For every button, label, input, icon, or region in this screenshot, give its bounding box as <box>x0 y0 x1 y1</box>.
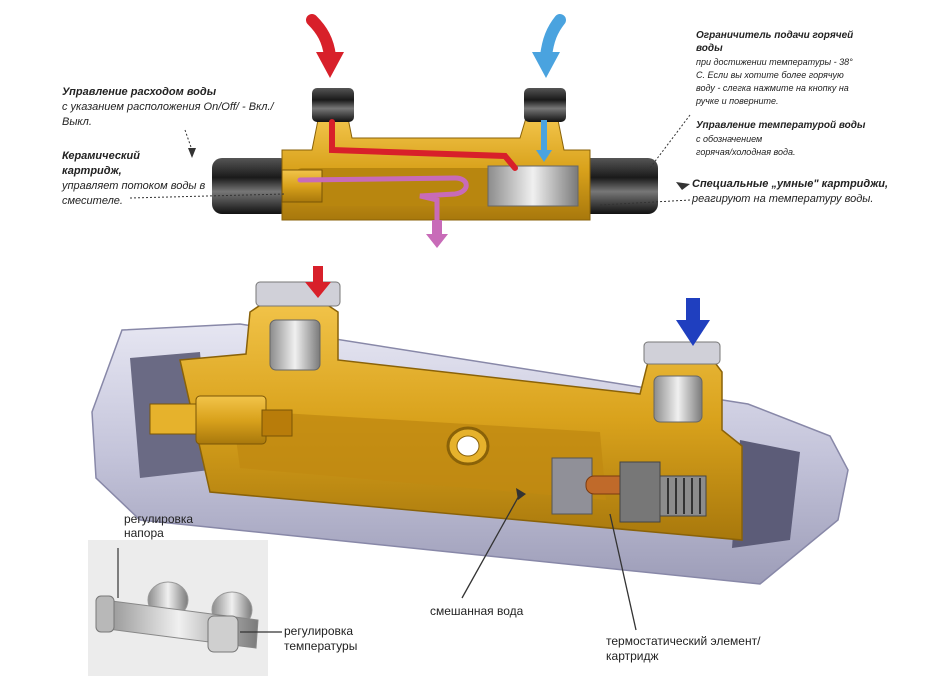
label-mixed-water: смешанная вода <box>430 604 524 618</box>
bottom-cold-inlet-nut <box>643 341 721 365</box>
bottom-ceramic-cartridge <box>149 395 293 445</box>
label-ceramic-line1: управляет потоком воды в <box>62 180 206 192</box>
label-flow-control-line2: Выкл. <box>62 116 92 128</box>
hot-inlet-arrow <box>306 14 344 78</box>
top-thermo-cartridge <box>487 165 579 207</box>
label-temp-control-line1: с обозначением <box>696 134 763 144</box>
label-hot-limiter-line3: воду - слегка нажмите на кнопку на <box>696 83 849 93</box>
label-temp-control-title: Управление температурой воды <box>696 120 866 131</box>
label-temp-control-line2: горячая/холодная вода. <box>696 147 796 157</box>
top-mixer <box>129 14 691 248</box>
mixer-photo <box>88 540 282 676</box>
bottom-hot-arrow <box>305 266 331 298</box>
leader-smart <box>599 199 691 206</box>
label-ceramic-line2: смесителе. <box>62 195 123 207</box>
bottom-hot-filter <box>269 319 321 371</box>
hot-flow-path <box>329 119 518 171</box>
top-right-handle <box>580 158 658 214</box>
leader-ceramic <box>129 193 286 199</box>
label-flow-control-title: Управление расходом воды <box>62 86 217 98</box>
label-thermo-1: термостатический элемент/ <box>606 634 761 648</box>
label-smart-line: реагируют на температуру воды. <box>692 193 874 205</box>
top-ceramic-cartridge <box>281 169 323 203</box>
label-temperature-1: регулировка <box>284 624 354 638</box>
label-hot-limiter-line1: при достижении температуры - 38° <box>696 57 853 67</box>
leader-hot-limiter <box>649 114 691 169</box>
top-hot-inlet <box>312 88 354 122</box>
bottom-thermostatic-element <box>551 457 707 523</box>
top-left-handle <box>212 158 290 214</box>
label-thermo-2: картридж <box>606 649 659 663</box>
label-ceramic-title-2: картридж, <box>62 165 122 177</box>
cold-inlet-arrow <box>532 14 566 78</box>
label-temperature-2: температуры <box>284 639 358 653</box>
bottom-cold-filter <box>653 375 703 423</box>
label-pressure-1: регулировка <box>124 512 194 526</box>
label-hot-limiter-line2: С. Если вы хотите более горячую <box>696 70 844 80</box>
label-flow-control-line1: с указанием расположения On/Off/ - Вкл./ <box>62 101 274 113</box>
leader-mixed <box>461 493 521 599</box>
leader-thermo <box>609 513 637 631</box>
label-hot-limiter-title-1: Ограничитель подачи горячей <box>696 30 854 41</box>
bottom-cutaway <box>91 266 849 631</box>
label-hot-limiter-line4: ручке и поверните. <box>696 96 779 106</box>
top-cold-inlet <box>524 88 566 122</box>
mixed-flow-path <box>297 175 469 225</box>
leader-flow-control <box>184 129 193 151</box>
label-ceramic-title-1: Керамический <box>62 150 140 162</box>
label-hot-limiter-title-2: воды <box>696 43 723 54</box>
mixed-outlet-arrow <box>426 220 448 248</box>
label-smart-title: Специальные „умные" картриджи, <box>692 178 889 190</box>
bottom-cold-arrow <box>676 298 710 346</box>
label-pressure-2: напора <box>124 526 164 540</box>
